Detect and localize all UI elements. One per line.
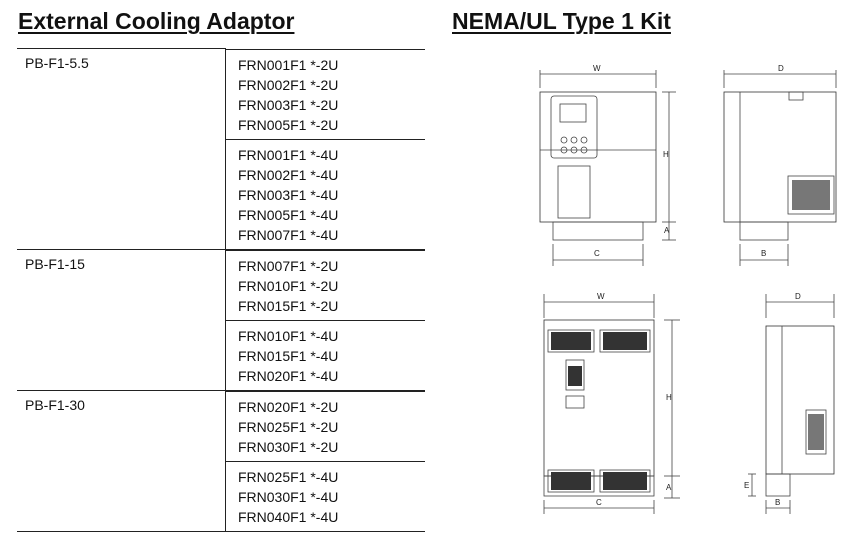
model-item: FRN015F1 *-2U bbox=[238, 297, 339, 314]
model-item: FRN020F1 *-4U bbox=[238, 367, 339, 384]
model-item: FRN025F1 *-2U bbox=[238, 418, 339, 435]
model-item: FRN040F1 *-4U bbox=[238, 508, 339, 525]
model-item: FRN003F1 *-2U bbox=[238, 96, 339, 113]
model-item: FRN010F1 *-4U bbox=[238, 327, 339, 344]
dim-h-label: H bbox=[663, 150, 669, 159]
adaptor-cell: PB-F1-30 bbox=[17, 390, 226, 532]
model-group: FRN007F1 *-2U FRN010F1 *-2U FRN015F1 *-2… bbox=[226, 249, 425, 320]
dim-e-label: E bbox=[744, 481, 749, 490]
model-group: FRN020F1 *-2U FRN025F1 *-2U FRN030F1 *-2… bbox=[226, 390, 425, 461]
dim-b-label: B bbox=[775, 498, 780, 507]
models-cell: FRN007F1 *-2U FRN010F1 *-2U FRN015F1 *-2… bbox=[225, 249, 425, 391]
cooling-adaptor-table: PB-F1-5.5 FRN001F1 *-2U FRN002F1 *-2U FR… bbox=[17, 48, 425, 532]
model-item: FRN030F1 *-4U bbox=[238, 488, 339, 505]
right-title: NEMA/UL Type 1 Kit bbox=[452, 8, 671, 34]
model-group: FRN001F1 *-2U FRN002F1 *-2U FRN003F1 *-2… bbox=[226, 48, 425, 139]
dim-c-label: C bbox=[596, 498, 602, 507]
model-item: FRN010F1 *-2U bbox=[238, 277, 339, 294]
side-view-small bbox=[723, 70, 837, 266]
dim-w-label: W bbox=[593, 64, 601, 73]
table-row: PB-F1-5.5 FRN001F1 *-2U FRN002F1 *-2U FR… bbox=[17, 48, 425, 250]
model-item: FRN002F1 *-4U bbox=[238, 166, 339, 183]
dim-h-label: H bbox=[666, 393, 672, 402]
adaptor-cell: PB-F1-5.5 bbox=[17, 48, 226, 250]
dim-a-label: A bbox=[666, 483, 672, 492]
adaptor-cell: PB-F1-15 bbox=[17, 249, 226, 391]
dim-d-label: D bbox=[795, 292, 801, 301]
model-item: FRN007F1 *-2U bbox=[238, 257, 339, 274]
model-item: FRN020F1 *-2U bbox=[238, 398, 339, 415]
dim-w-label: W bbox=[597, 292, 605, 301]
model-group: FRN001F1 *-4U FRN002F1 *-4U FRN003F1 *-4… bbox=[226, 138, 425, 250]
dim-a-label: A bbox=[664, 226, 670, 235]
model-item: FRN015F1 *-4U bbox=[238, 347, 339, 364]
dim-d-label: D bbox=[778, 64, 784, 73]
side-view-large bbox=[748, 294, 835, 514]
model-item: FRN002F1 *-2U bbox=[238, 76, 339, 93]
model-item: FRN025F1 *-4U bbox=[238, 468, 339, 485]
model-group: FRN010F1 *-4U FRN015F1 *-4U FRN020F1 *-4… bbox=[226, 319, 425, 391]
model-item: FRN003F1 *-4U bbox=[238, 186, 339, 203]
table-row: PB-F1-15 FRN007F1 *-2U FRN010F1 *-2U FRN… bbox=[17, 249, 425, 391]
table-row: PB-F1-30 FRN020F1 *-2U FRN025F1 *-2U FRN… bbox=[17, 390, 425, 532]
model-item: FRN005F1 *-2U bbox=[238, 116, 339, 133]
model-item: FRN005F1 *-4U bbox=[238, 206, 339, 223]
dim-c-label: C bbox=[594, 249, 600, 258]
model-item: FRN001F1 *-4U bbox=[238, 146, 339, 163]
nema-kit-drawings: W D H A C B W D H A E C B bbox=[539, 64, 837, 514]
model-item: FRN001F1 *-2U bbox=[238, 56, 339, 73]
model-item: FRN007F1 *-4U bbox=[238, 226, 339, 243]
dim-b-label: B bbox=[761, 249, 766, 258]
left-title: External Cooling Adaptor bbox=[18, 8, 295, 34]
model-item: FRN030F1 *-2U bbox=[238, 438, 339, 455]
models-cell: FRN020F1 *-2U FRN025F1 *-2U FRN030F1 *-2… bbox=[225, 390, 425, 532]
model-group: FRN025F1 *-4U FRN030F1 *-4U FRN040F1 *-4… bbox=[226, 460, 425, 532]
front-view-small bbox=[539, 70, 676, 266]
front-view-large bbox=[543, 294, 680, 514]
models-cell: FRN001F1 *-2U FRN002F1 *-2U FRN003F1 *-2… bbox=[225, 48, 425, 250]
